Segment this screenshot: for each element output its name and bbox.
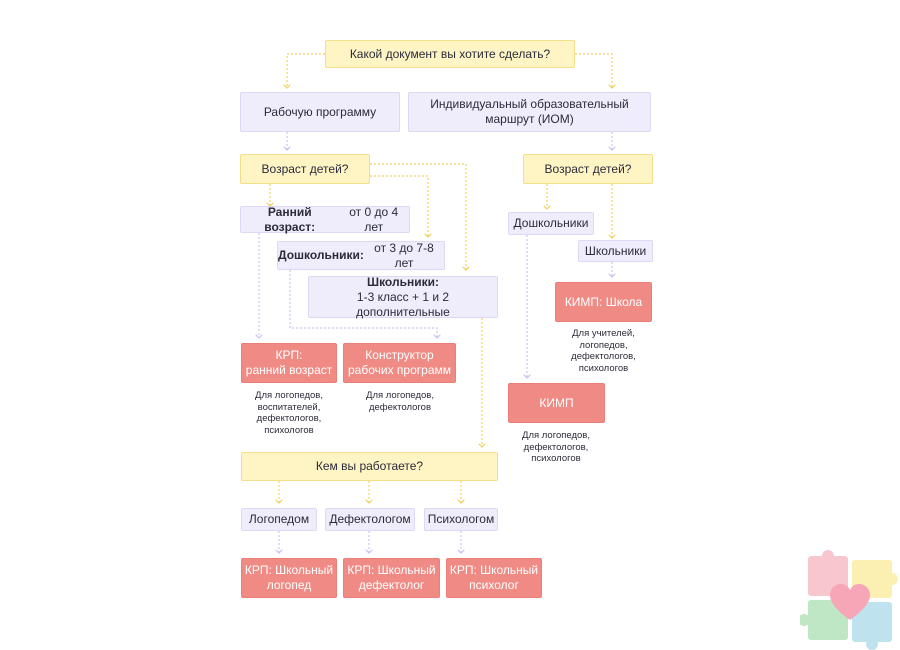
- krp-defect-line2: дефектолог: [358, 578, 425, 592]
- constructor-line2: рабочих программ: [348, 363, 451, 377]
- krp-defect-line1: КРП: Школьный: [347, 563, 436, 577]
- krp-early-line2: ранний возраст: [245, 363, 333, 377]
- note-constructor: Для логопедов, дефектологов: [366, 390, 434, 413]
- question-age-left: Возраст детей?: [240, 154, 370, 184]
- krp-early-line1: КРП:: [275, 348, 303, 362]
- option-preschool-right[interactable]: Дошкольники: [508, 212, 594, 235]
- note-kimp: Для логопедов, дефектологов, психологов: [522, 430, 590, 464]
- option-speech-therapist[interactable]: Логопедом: [241, 508, 317, 531]
- note-kimp-school: Для учителей, логопедов, дефектологов, п…: [571, 328, 636, 374]
- krp-speech-line2: логопед: [266, 578, 312, 592]
- schoolkids-label: Школьники:: [367, 274, 439, 289]
- option-preschool[interactable]: Дошкольники: от 3 до 7-8 лет: [277, 241, 445, 270]
- result-krp-psych[interactable]: КРП: Школьный психолог: [446, 558, 542, 598]
- krp-psych-line1: КРП: Школьный: [449, 563, 539, 577]
- question-document: Какой документ вы хотите сделать?: [325, 40, 575, 68]
- option-defectologist[interactable]: Дефектологом: [325, 508, 415, 531]
- line-preschool-to-constructor: [289, 270, 437, 338]
- early-age-range: от 0 до 4 лет: [349, 204, 399, 234]
- result-kimp-school[interactable]: КИМП: Школа: [555, 282, 652, 322]
- option-schoolkids[interactable]: Школьники: 1-3 класс + 1 и 2 дополнитель…: [308, 274, 498, 319]
- line-age-to-schoolkids: [370, 163, 466, 270]
- option-early-age[interactable]: Ранний возраст: от 0 до 4 лет: [240, 204, 410, 234]
- krp-psych-line2: психолог: [469, 578, 519, 592]
- line-doc-to-work-program: [287, 53, 325, 88]
- puzzle-heart-icon: [800, 550, 898, 650]
- preschool-label: Дошкольники:: [278, 248, 364, 262]
- note-krp-early: Для логопедов, воспитателей, дефектолого…: [255, 390, 323, 436]
- line-age-to-preschool: [370, 175, 428, 237]
- result-kimp[interactable]: КИМП: [508, 383, 605, 423]
- question-age-right: Возраст детей?: [523, 154, 653, 184]
- option-schoolkids-right[interactable]: Школьники: [578, 240, 653, 262]
- result-constructor[interactable]: Конструктор рабочих программ: [343, 343, 456, 383]
- option-work-program[interactable]: Рабочую программу: [240, 92, 400, 132]
- schoolkids-range: 1-3 класс + 1 и 2 дополнительные: [356, 289, 450, 319]
- line-doc-to-iom: [575, 53, 612, 88]
- option-psychologist[interactable]: Психологом: [424, 508, 498, 531]
- constructor-line1: Конструктор: [365, 348, 434, 362]
- result-krp-speech[interactable]: КРП: Школьный логопед: [241, 558, 337, 598]
- result-krp-early[interactable]: КРП: ранний возраст: [241, 343, 337, 383]
- question-work: Кем вы работаете?: [241, 452, 498, 481]
- krp-speech-line1: КРП: Школьный: [244, 563, 334, 577]
- early-age-label: Ранний возраст:: [264, 204, 316, 234]
- preschool-range: от 3 до 7-8 лет: [374, 240, 434, 270]
- result-krp-defect[interactable]: КРП: Школьный дефектолог: [343, 558, 440, 598]
- option-iom[interactable]: Индивидуальный образовательный маршрут (…: [408, 92, 651, 132]
